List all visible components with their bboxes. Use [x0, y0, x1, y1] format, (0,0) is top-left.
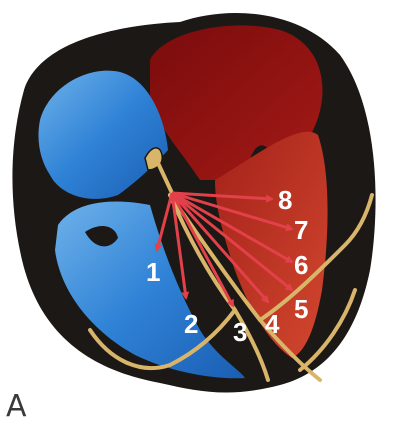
label-8: 8 — [278, 185, 292, 215]
label-2: 2 — [184, 309, 198, 339]
label-1: 1 — [146, 257, 160, 287]
label-5: 5 — [294, 294, 308, 324]
label-3: 3 — [233, 317, 247, 347]
panel-label: A — [6, 389, 27, 423]
label-7: 7 — [294, 215, 308, 245]
label-4: 4 — [265, 309, 280, 339]
label-6: 6 — [294, 250, 308, 280]
